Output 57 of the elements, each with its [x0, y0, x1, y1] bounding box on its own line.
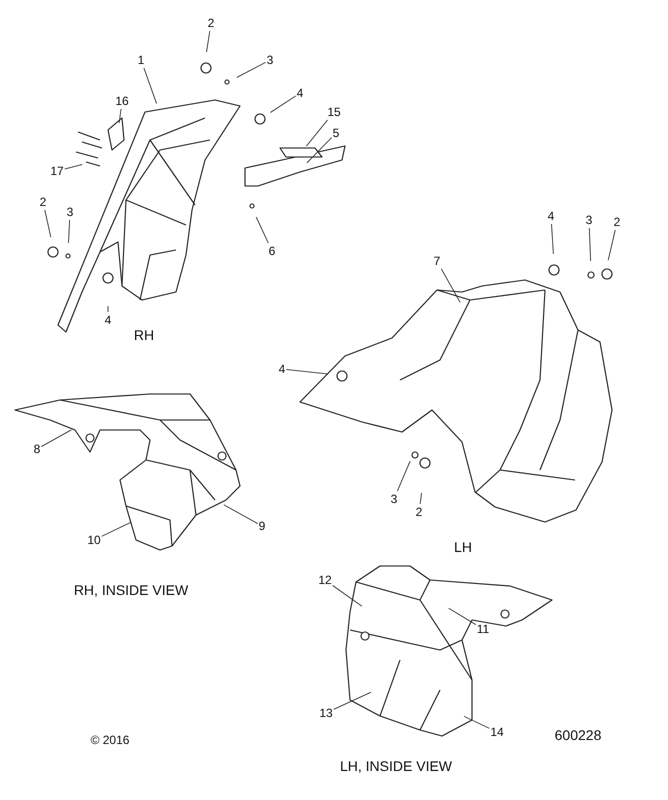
callout-number: 2	[416, 505, 422, 519]
leader-line	[256, 216, 269, 244]
leader-line	[101, 522, 132, 537]
leader-line	[206, 30, 210, 52]
leader-line	[64, 164, 83, 170]
leader-line	[306, 137, 332, 164]
callout-number: 3	[266, 53, 274, 67]
leader-line	[44, 210, 52, 238]
callout-number: 11	[476, 622, 490, 636]
leader-line	[551, 224, 554, 254]
leader-line	[286, 369, 328, 374]
callout-number: 14	[490, 725, 504, 739]
callout-number: 3	[66, 205, 74, 219]
callout-number: 7	[434, 254, 440, 268]
view-label: RH	[134, 327, 154, 343]
leader-line	[223, 504, 258, 524]
leader-line	[397, 460, 410, 492]
callout-number: 4	[278, 362, 286, 376]
callout-number: 17	[50, 164, 64, 178]
leader-line	[332, 585, 362, 607]
callout-number: 2	[614, 215, 620, 229]
leader-line	[420, 492, 422, 504]
leader-line	[40, 430, 72, 447]
callout-number: 10	[87, 533, 101, 547]
callout-number: 1	[138, 53, 144, 67]
callout-number: 4	[104, 313, 112, 327]
view-label: LH, INSIDE VIEW	[340, 758, 452, 774]
leader-line	[608, 230, 616, 261]
leader-line	[440, 268, 460, 303]
callout-number: 6	[268, 244, 276, 258]
callout-number: 4	[548, 209, 554, 223]
leader-line	[68, 220, 70, 244]
leader-line	[144, 68, 157, 104]
callout-number: 16	[115, 94, 129, 108]
leader-line	[270, 96, 296, 113]
leader-line	[448, 608, 476, 625]
callout-number: 2	[40, 195, 46, 209]
leader-line	[118, 108, 122, 124]
view-label: LH	[454, 539, 472, 555]
leader-line	[588, 228, 591, 262]
callout-number: 5	[332, 126, 340, 140]
leader-line	[464, 716, 490, 729]
callout-number: 12	[318, 573, 332, 587]
callout-number: 2	[208, 16, 214, 30]
leader-line	[333, 692, 372, 710]
drawing-number: 600228	[554, 727, 602, 743]
callout-number: 13	[319, 706, 333, 720]
callout-number: 15	[327, 105, 341, 119]
view-label: RH, INSIDE VIEW	[74, 582, 188, 598]
callout-number: 4	[296, 86, 304, 100]
callout-number: 9	[258, 519, 266, 533]
copyright-note: © 2016	[90, 732, 130, 748]
leader-line	[236, 62, 266, 78]
callout-number: 3	[586, 213, 592, 227]
callout-number: 3	[390, 492, 398, 506]
leader-line	[306, 120, 328, 147]
callout-number: 8	[34, 442, 40, 456]
